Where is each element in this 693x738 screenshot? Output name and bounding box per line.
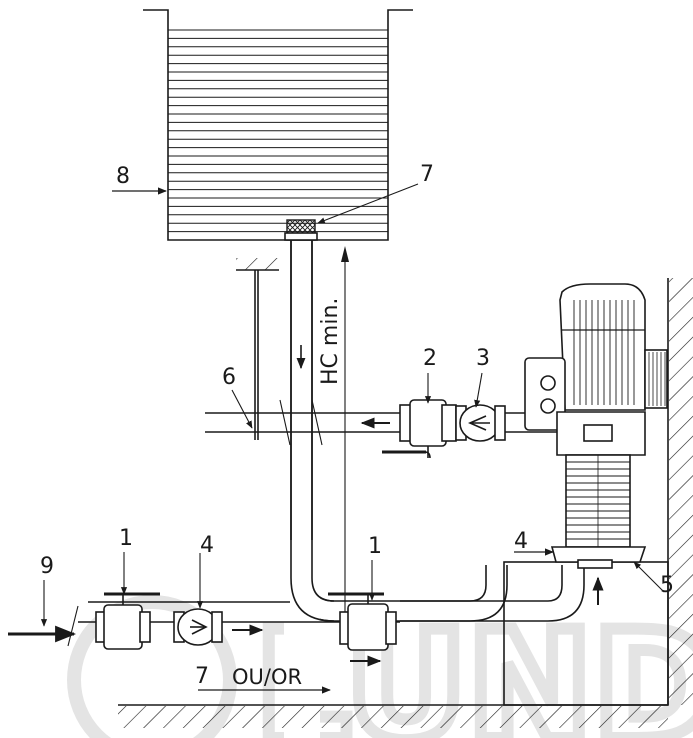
hc-min-label: HC min. [318, 298, 343, 385]
label-4-right: 4 [514, 529, 528, 554]
label-5: 5 [660, 573, 674, 598]
pipe-support [236, 258, 279, 440]
label-3: 3 [476, 346, 490, 371]
isolation-valve-1-right [328, 592, 397, 651]
motor-fins [562, 300, 645, 405]
label-6: 6 [222, 365, 236, 390]
label-4-left: 4 [200, 533, 214, 558]
label-1-right: 1 [368, 534, 382, 559]
check-valve-4-left [173, 608, 223, 646]
gate-valve-2 [382, 399, 457, 459]
label-7-top: 7 [420, 162, 434, 187]
isolation-valve-1-left [95, 592, 160, 650]
check-valve-3 [455, 404, 506, 442]
label-2: 2 [423, 346, 437, 371]
hc-min-dimension: HC min. [318, 246, 349, 640]
label-9: 9 [40, 554, 54, 579]
storage-tank [143, 9, 413, 241]
label-1-left: 1 [119, 526, 133, 551]
wall [667, 278, 693, 705]
floor [118, 704, 668, 728]
label-8: 8 [116, 164, 130, 189]
vertical-pump [524, 283, 668, 605]
ou-or-label: OU/OR [232, 665, 302, 689]
tank-water-lines [168, 29, 388, 233]
label-7-bottom: 7 [195, 664, 209, 689]
leader-lines [40, 183, 665, 694]
